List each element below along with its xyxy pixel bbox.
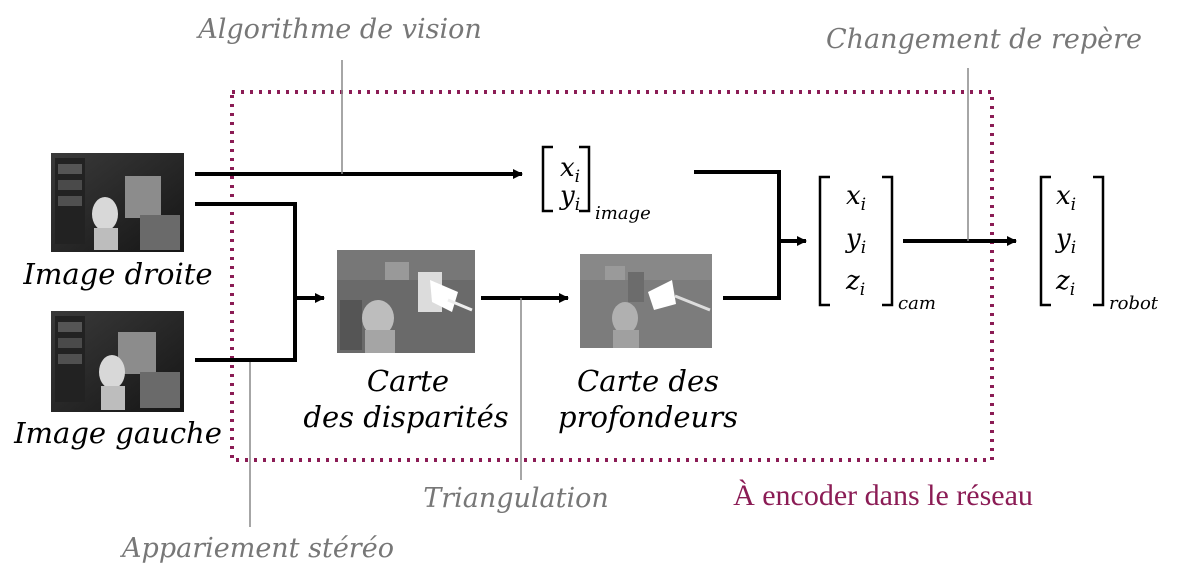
left-image-thumbnail — [51, 311, 184, 412]
vision-algorithm-label: Algorithme de vision — [195, 14, 482, 45]
vector-robot: xi yi zi robot — [1039, 175, 1159, 314]
disparity-label-line2: des disparités — [303, 400, 508, 434]
frame-change-label: Changement de repère — [826, 24, 1142, 55]
disparity-map-thumbnail — [337, 250, 475, 353]
vector-cam-frame: cam — [898, 293, 936, 314]
left-image-label: Image gauche — [13, 416, 222, 450]
vector-robot-row-3: zi — [1055, 266, 1075, 300]
disparity-label-line1: Carte — [367, 364, 449, 398]
depth-to-merge — [723, 241, 781, 300]
vector-cam-row-2: yi — [845, 224, 866, 258]
right-image-thumbnail — [51, 153, 184, 252]
vector-robot-row-2: yi — [1055, 224, 1076, 258]
vector-image-frame: image — [595, 203, 651, 224]
image-coords-to-merge — [694, 170, 781, 241]
vector-image-row-1: xi — [560, 153, 580, 187]
vector-cam-row-3: zi — [845, 266, 865, 300]
stereo-matching-label: Appariement stéréo — [119, 533, 394, 564]
triangulation-label: Triangulation — [423, 483, 609, 514]
stereo-input-left — [195, 298, 297, 362]
vector-robot-frame: robot — [1109, 293, 1159, 314]
vector-robot-row-1: xi — [1056, 181, 1076, 215]
stereo-input-right — [195, 202, 297, 298]
vector-cam: xi yi zi cam — [818, 175, 936, 314]
network-region — [230, 90, 994, 462]
vector-image-row-2: yi — [559, 181, 580, 215]
depth-label-line1: Carte des — [577, 364, 719, 398]
depth-label-line2: profondeurs — [558, 400, 738, 434]
right-image-label: Image droite — [22, 257, 212, 291]
depth-map-thumbnail — [580, 254, 712, 348]
vector-cam-row-1: xi — [846, 181, 866, 215]
network-label: À encoder dans le réseau — [733, 479, 1033, 512]
vector-image: xi yi image — [541, 145, 651, 224]
